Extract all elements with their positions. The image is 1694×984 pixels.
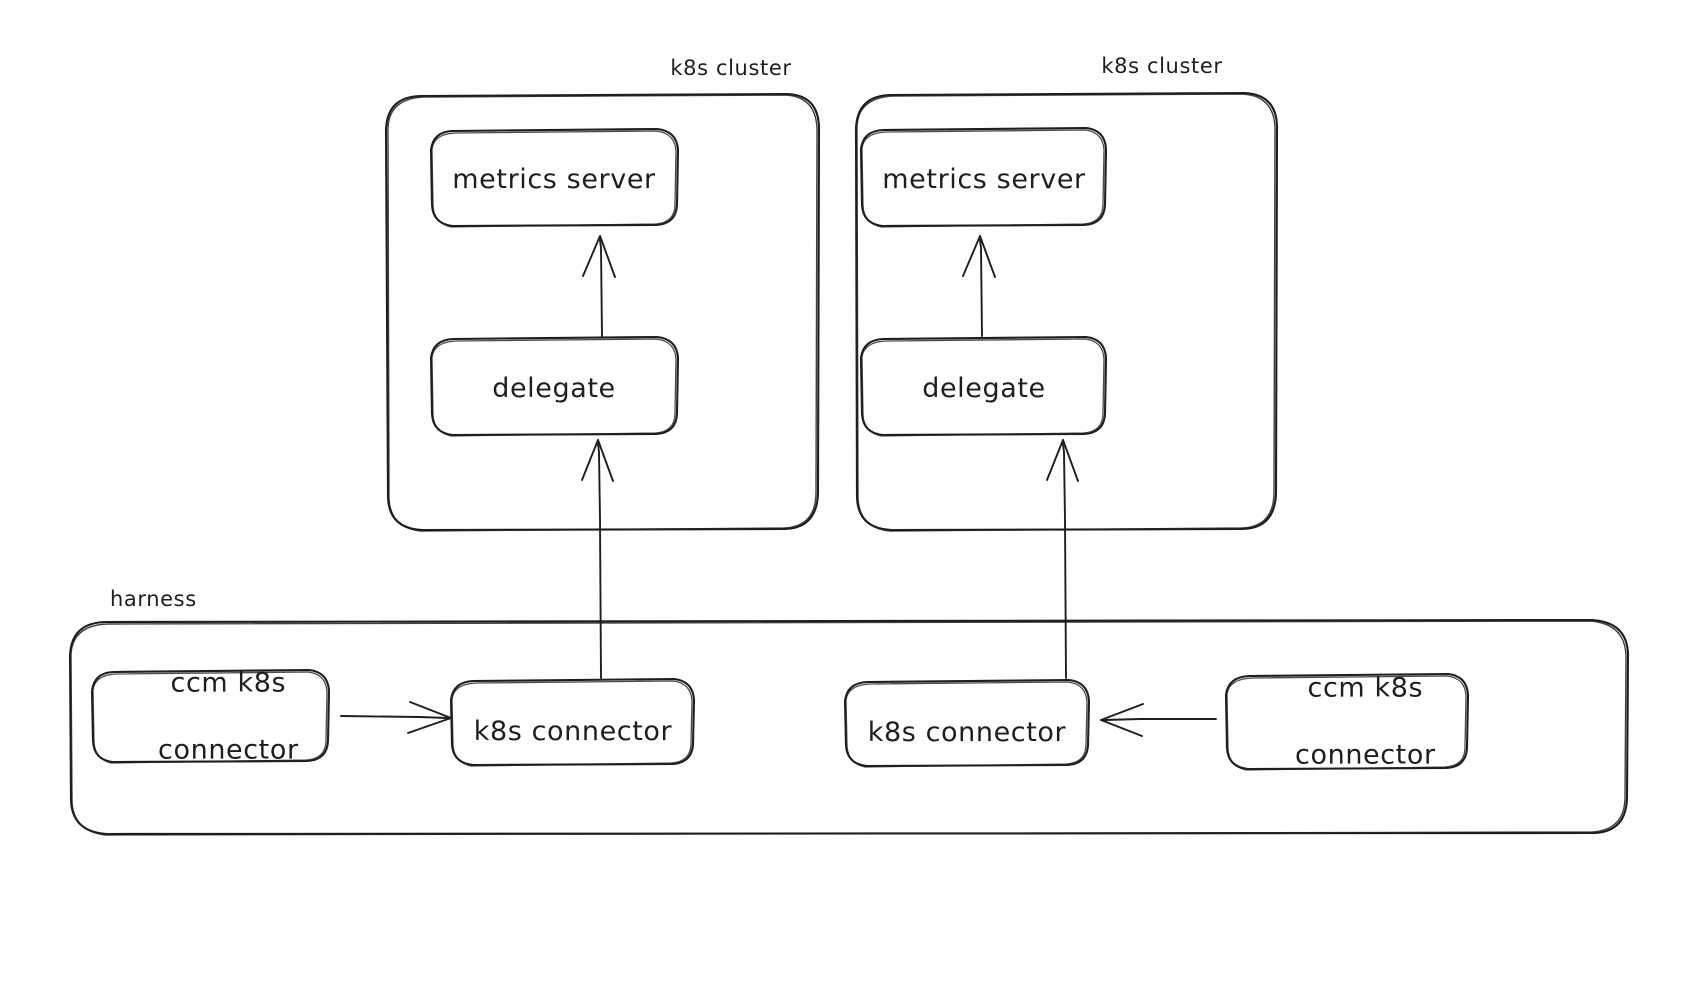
- edge-delegate-to-metrics-right[interactable]: [962, 235, 996, 337]
- node-label-delegate-right: delegate: [922, 373, 1046, 405]
- ccm-right-line-1: ccm k8s: [1307, 672, 1424, 704]
- ccm-left-line-2: connector: [158, 734, 299, 766]
- node-ccm-k8s-connector-left-shape[interactable]: [90, 668, 331, 764]
- node-label-metrics-server-right: metrics server: [882, 164, 1086, 196]
- node-k8s-connector-right-shape[interactable]: [843, 678, 1091, 768]
- node-label-ccm-k8s-connector-right: ccm k8s connector: [1258, 638, 1435, 807]
- group-k8s-cluster-left-shape[interactable]: [384, 92, 821, 532]
- edge-ccm-to-connector-left[interactable]: [340, 701, 452, 734]
- ccm-left-line-1: ccm k8s: [170, 667, 287, 699]
- edge-delegate-to-metrics-left[interactable]: [582, 235, 616, 337]
- group-label-harness: harness: [110, 586, 197, 611]
- node-label-delegate-left: delegate: [492, 373, 616, 405]
- node-k8s-connector-left-shape[interactable]: [449, 677, 696, 767]
- node-label-ccm-k8s-connector-left: ccm k8s connector: [121, 633, 298, 802]
- node-label-k8s-connector-left: k8s connector: [473, 716, 673, 748]
- node-delegate-left-shape[interactable]: [429, 335, 680, 437]
- group-k8s-cluster-right-shape[interactable]: [854, 91, 1279, 532]
- node-metrics-server-right-shape[interactable]: [859, 126, 1108, 228]
- node-label-k8s-connector-right: k8s connector: [867, 717, 1067, 749]
- ccm-right-line-2: connector: [1295, 739, 1436, 771]
- node-label-metrics-server-left: metrics server: [452, 164, 656, 196]
- edge-connector-to-delegate-right[interactable]: [1046, 439, 1079, 679]
- group-harness-shape[interactable]: [68, 618, 1630, 836]
- node-ccm-k8s-connector-right-shape[interactable]: [1224, 672, 1470, 771]
- group-label-k8s-cluster-left: k8s cluster: [670, 55, 792, 80]
- group-label-k8s-cluster-right: k8s cluster: [1101, 53, 1223, 78]
- edge-connector-to-delegate-left[interactable]: [581, 439, 614, 679]
- node-delegate-right-shape[interactable]: [859, 335, 1108, 437]
- node-metrics-server-left-shape[interactable]: [429, 127, 680, 228]
- edge-ccm-to-connector-right[interactable]: [1100, 703, 1217, 737]
